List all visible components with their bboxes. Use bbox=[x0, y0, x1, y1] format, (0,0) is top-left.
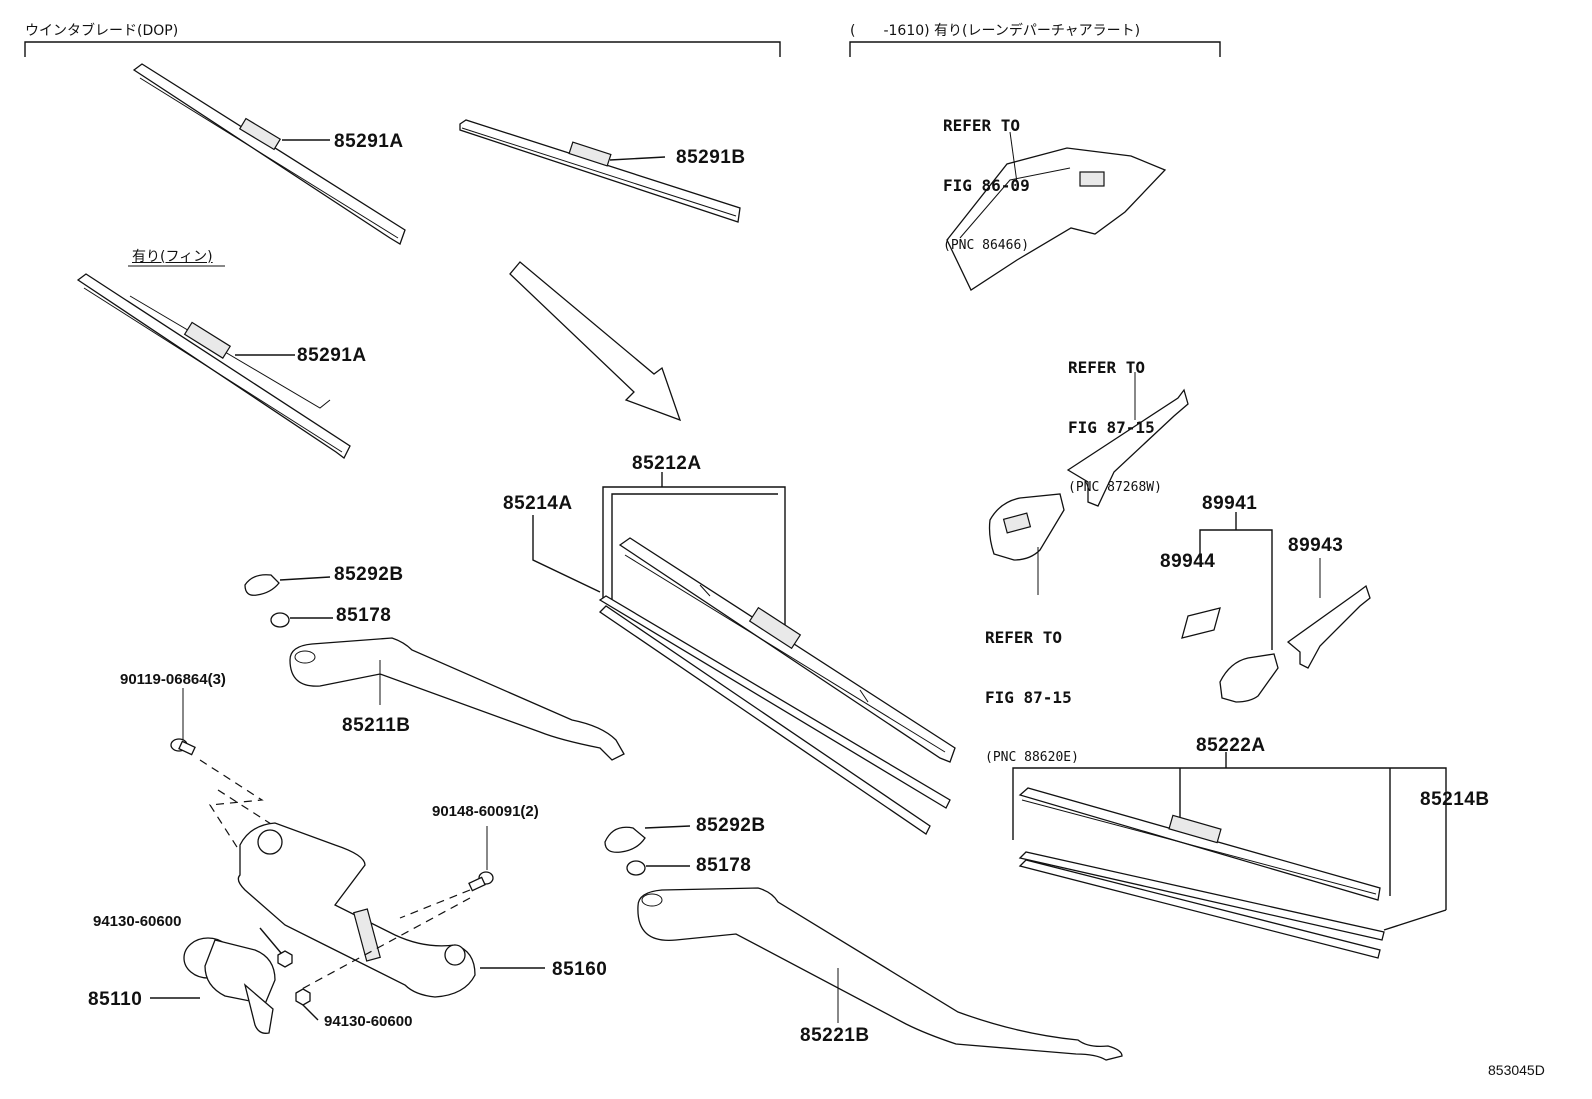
motor-85110 bbox=[150, 937, 276, 1034]
label-85214B: 85214B bbox=[1420, 789, 1490, 810]
winter-blade-85291A-top bbox=[132, 63, 406, 245]
cap-85292B-right bbox=[604, 825, 691, 853]
winter-blade-85291B bbox=[459, 119, 741, 223]
bracket-89941 bbox=[1199, 512, 1273, 650]
nut-94130-lower bbox=[295, 988, 319, 1021]
label-85110: 85110 bbox=[88, 989, 143, 1010]
refer-pnc: (PNC 88620E) bbox=[985, 750, 1079, 765]
winter-blade-85291A-fin bbox=[76, 265, 351, 459]
wiper-blade-85222A bbox=[1018, 787, 1381, 901]
label-90148-60091: 90148-60091(2) bbox=[432, 803, 539, 820]
refer-line1: REFER TO bbox=[1068, 358, 1146, 377]
winter-blade-bracket bbox=[24, 41, 781, 57]
label-85214A: 85214A bbox=[503, 493, 573, 514]
tape-89944 bbox=[1181, 607, 1221, 639]
label-94130-60600-lower: 94130-60600 bbox=[324, 1013, 413, 1030]
label-85291A-fin: 85291A bbox=[297, 345, 367, 366]
camera-88620E bbox=[988, 493, 1065, 595]
nut-85178-right bbox=[626, 860, 690, 876]
wiper-blade-85212A bbox=[618, 537, 956, 763]
bracket-85212A bbox=[532, 472, 786, 635]
direction-arrow bbox=[509, 261, 682, 422]
refer-pnc: (PNC 87268W) bbox=[1068, 480, 1162, 495]
refer-line2: FIG 87-15 bbox=[1068, 418, 1155, 437]
label-94130-60600-upper: 94130-60600 bbox=[93, 913, 182, 930]
refer-line1: REFER TO bbox=[985, 628, 1063, 647]
sensor-89941 bbox=[1219, 653, 1279, 703]
label-85291B: 85291B bbox=[676, 147, 746, 168]
bracket-89943 bbox=[1286, 558, 1371, 669]
label-85291A-top: 85291A bbox=[334, 131, 404, 152]
arm-85211B bbox=[289, 637, 625, 761]
header-winter-blade: ウインタブレード(DOP) bbox=[25, 23, 179, 39]
label-85292B-left: 85292B bbox=[334, 564, 404, 585]
label-85292B-right: 85292B bbox=[696, 815, 766, 836]
label-85160: 85160 bbox=[552, 959, 608, 980]
label-89944: 89944 bbox=[1160, 551, 1216, 572]
cap-85292B-left bbox=[244, 574, 331, 596]
refer-fig-86-09: REFER TO FIG 86-09 (PNC 86466) bbox=[943, 76, 1030, 276]
linkage-85160 bbox=[237, 822, 545, 998]
lane-departure-bracket bbox=[849, 41, 1221, 57]
arm-85221B bbox=[637, 887, 1123, 1061]
camera-cover-86466 bbox=[946, 131, 1167, 291]
refer-line2: FIG 86-09 bbox=[943, 176, 1030, 195]
wiper-rubber-85214A bbox=[598, 595, 951, 835]
label-85212A: 85212A bbox=[632, 453, 702, 474]
label-85222A: 85222A bbox=[1196, 735, 1266, 756]
label-85178-right: 85178 bbox=[696, 855, 752, 876]
refer-fig-87-15-upper: REFER TO FIG 87-15 (PNC 87268W) bbox=[1068, 318, 1162, 518]
label-85221B: 85221B bbox=[800, 1025, 870, 1046]
figure-id: 853045D bbox=[1488, 1062, 1545, 1078]
label-89941: 89941 bbox=[1202, 493, 1258, 514]
refer-pnc: (PNC 86466) bbox=[943, 238, 1030, 253]
bracket-87268W bbox=[1066, 372, 1189, 507]
refer-fig-87-15-lower: REFER TO FIG 87-15 (PNC 88620E) bbox=[985, 588, 1079, 788]
label-85211B: 85211B bbox=[342, 715, 411, 736]
refer-line1: REFER TO bbox=[943, 116, 1021, 135]
bracket-85222A bbox=[1012, 752, 1447, 910]
bolt-90148 bbox=[299, 826, 494, 991]
label-85178-left: 85178 bbox=[336, 605, 392, 626]
refer-line2: FIG 87-15 bbox=[985, 688, 1072, 707]
label-89943: 89943 bbox=[1288, 535, 1344, 556]
nut-85178-left bbox=[270, 612, 333, 628]
bolt-90119 bbox=[170, 688, 297, 859]
wiper-rubber-85214B bbox=[1018, 851, 1447, 959]
note-with-fin: 有り(フィン) bbox=[132, 249, 213, 265]
nut-94130-upper bbox=[259, 927, 293, 968]
header-lane-departure: ( -1610) 有り(レーンデパーチャアラート) bbox=[850, 23, 1141, 39]
label-90119-06864: 90119-06864(3) bbox=[120, 671, 226, 688]
